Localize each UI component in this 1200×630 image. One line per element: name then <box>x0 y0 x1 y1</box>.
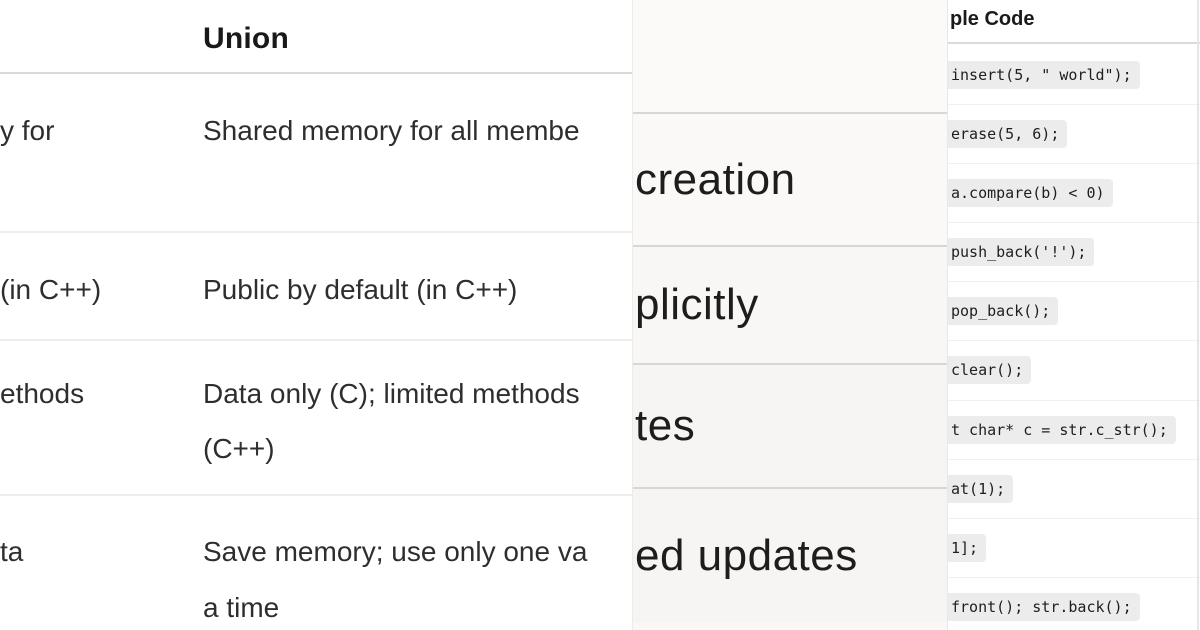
overlay-row <box>633 0 947 112</box>
row-divider <box>948 222 1200 223</box>
code-snippet-chip: pop_back(); <box>948 297 1059 325</box>
row-divider <box>0 494 632 496</box>
union-cell: Public by default (in C++) <box>203 274 518 305</box>
overlay-row: creation <box>633 112 947 245</box>
feature-cell-fragment: ethods <box>0 378 85 409</box>
header-divider <box>0 72 632 74</box>
union-cell: (C++) <box>203 433 275 464</box>
row-divider <box>948 281 1200 282</box>
union-cell: Shared memory for all membe <box>203 115 580 146</box>
code-snippet-chip: erase(5, 6); <box>948 120 1068 148</box>
sample-code-header: ple Code <box>950 8 1035 30</box>
scrollbar-edge <box>1197 0 1199 630</box>
row-divider <box>0 339 632 341</box>
row-divider <box>0 231 632 233</box>
row-divider <box>948 518 1200 519</box>
union-column-header: Union <box>203 22 289 55</box>
feature-cell-fragment: (in C++) <box>0 274 102 305</box>
overlay-row: ed updates <box>633 487 947 622</box>
code-snippet-chip: t char* c = str.c_str(); <box>948 416 1176 444</box>
overlay-row-text: tes <box>635 401 696 450</box>
overlay-row-text: plicitly <box>635 280 759 329</box>
overlay-row: tes <box>633 363 947 487</box>
row-divider <box>948 163 1200 164</box>
overlay-row-text: ed updates <box>635 530 858 580</box>
feature-cell-fragment: y for <box>0 115 55 146</box>
row-divider <box>948 340 1200 341</box>
sample-code-column: ple Code insert(5, " world"); erase(5, 6… <box>948 0 1200 630</box>
row-divider <box>948 400 1200 401</box>
code-snippet-chip: clear(); <box>948 356 1032 384</box>
overlay-row-text: creation <box>635 154 796 204</box>
union-cell: a time <box>203 592 280 623</box>
row-divider <box>948 104 1200 105</box>
row-divider <box>948 459 1200 460</box>
code-snippet-chip: insert(5, " world"); <box>948 61 1140 89</box>
overlay-row: plicitly <box>633 245 947 363</box>
code-snippet-chip: 1]; <box>948 534 987 562</box>
code-snippet-chip: front(); str.back(); <box>948 593 1140 621</box>
code-snippet-chip: at(1); <box>948 475 1014 503</box>
union-cell: Data only (C); limited methods <box>203 378 580 409</box>
zoomed-overlay-panel: creation plicitly tes ed updates <box>632 0 948 630</box>
row-divider <box>948 577 1200 578</box>
header-divider <box>948 42 1200 44</box>
feature-cell-fragment: ta <box>0 536 24 567</box>
code-snippet-chip: push_back('!'); <box>948 238 1095 266</box>
code-snippet-chip: a.compare(b) < 0) <box>948 179 1113 207</box>
union-cell: Save memory; use only one va <box>203 536 588 567</box>
